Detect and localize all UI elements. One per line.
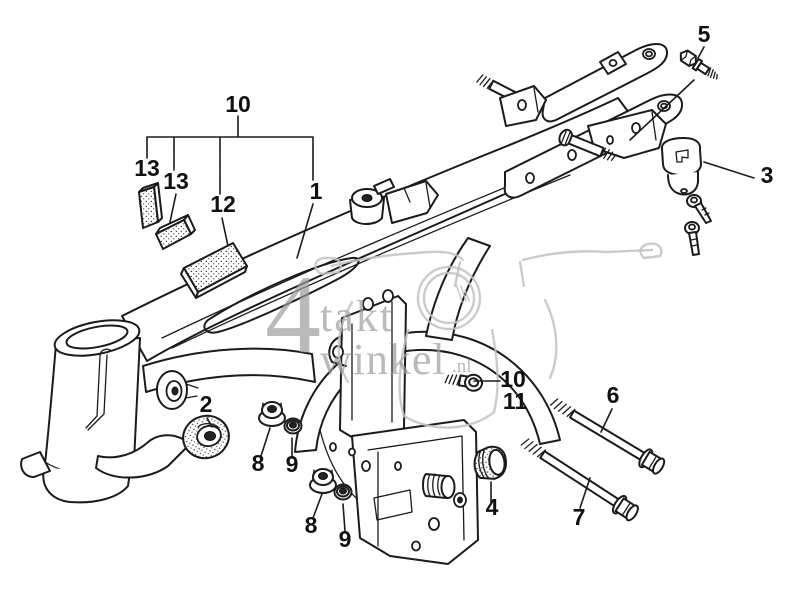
frame-upper-rail bbox=[541, 43, 668, 123]
label-3: 3 bbox=[761, 162, 774, 188]
label-9-upper: 9 bbox=[286, 451, 299, 477]
label-13-left: 13 bbox=[134, 155, 160, 181]
watermark-word-bottom: winkel bbox=[320, 335, 446, 384]
label-11: 11 bbox=[503, 388, 528, 414]
frame-head-tube bbox=[20, 319, 141, 504]
label-9-lower: 9 bbox=[339, 526, 352, 552]
label-1: 1 bbox=[310, 178, 323, 204]
frame-lock-bracket bbox=[558, 109, 667, 162]
loose-parts bbox=[138, 49, 718, 522]
leader-9-lower bbox=[342, 503, 346, 532]
frame-gusset bbox=[95, 434, 191, 479]
watermark-scooter-art bbox=[314, 242, 663, 429]
grommet-2 bbox=[182, 414, 230, 460]
watermark: 4 takt winkel .nl bbox=[265, 242, 663, 429]
frame-bottom-bracket bbox=[319, 419, 479, 565]
label-6: 6 bbox=[607, 382, 620, 408]
label-5: 5 bbox=[698, 21, 711, 47]
label-8-lower: 8 bbox=[305, 512, 318, 538]
leader-1 bbox=[296, 203, 314, 259]
plug-4 bbox=[473, 445, 507, 480]
label-7: 7 bbox=[573, 504, 586, 530]
frame-illustration bbox=[20, 43, 684, 565]
rubber-pad-12 bbox=[180, 242, 248, 299]
seat-lock-3 bbox=[660, 137, 712, 256]
leader-8-lower bbox=[312, 493, 323, 519]
washer-9-upper bbox=[283, 417, 303, 435]
callout-leaders bbox=[146, 46, 755, 532]
label-12: 12 bbox=[210, 191, 236, 217]
leader-3 bbox=[703, 161, 755, 179]
frame-lower-member bbox=[142, 347, 316, 410]
watermark-domain-suffix: .nl bbox=[452, 356, 472, 377]
label-2: 2 bbox=[200, 391, 213, 417]
watermark-word-top: takt bbox=[320, 292, 394, 341]
label-4: 4 bbox=[486, 494, 499, 520]
rubber-pad-13-left bbox=[138, 182, 163, 229]
leader-6 bbox=[600, 408, 613, 433]
washer-9-lower bbox=[333, 483, 353, 501]
leader-12 bbox=[221, 217, 229, 247]
rubber-pad-13-mid bbox=[155, 214, 196, 250]
leader-13-mid bbox=[169, 193, 177, 223]
flange-bolt-10-11 bbox=[444, 373, 484, 392]
leader-7 bbox=[579, 477, 591, 509]
callout-labels: 10 13 13 12 1 5 3 10 11 6 7 4 2 8 9 8 9 bbox=[134, 21, 773, 552]
flange-nut-8-lower bbox=[309, 468, 337, 494]
frame-tank-boss bbox=[349, 178, 439, 225]
label-13-mid: 13 bbox=[163, 168, 189, 194]
label-8-upper: 8 bbox=[252, 450, 265, 476]
bolt-5 bbox=[679, 49, 718, 80]
leader-2 bbox=[206, 417, 213, 428]
hex-bolt-6 bbox=[549, 398, 666, 475]
label-10-top: 10 bbox=[225, 91, 251, 117]
label-10-mid: 10 bbox=[500, 366, 526, 392]
flange-nut-8-upper bbox=[258, 401, 286, 427]
frame-spine-seam bbox=[203, 256, 360, 334]
leader-8-upper bbox=[260, 427, 271, 457]
leader-5 bbox=[629, 46, 705, 141]
hex-bolt-7 bbox=[520, 438, 639, 522]
leader-10-bracket bbox=[146, 115, 314, 195]
watermark-big-numeral: 4 bbox=[265, 253, 321, 377]
